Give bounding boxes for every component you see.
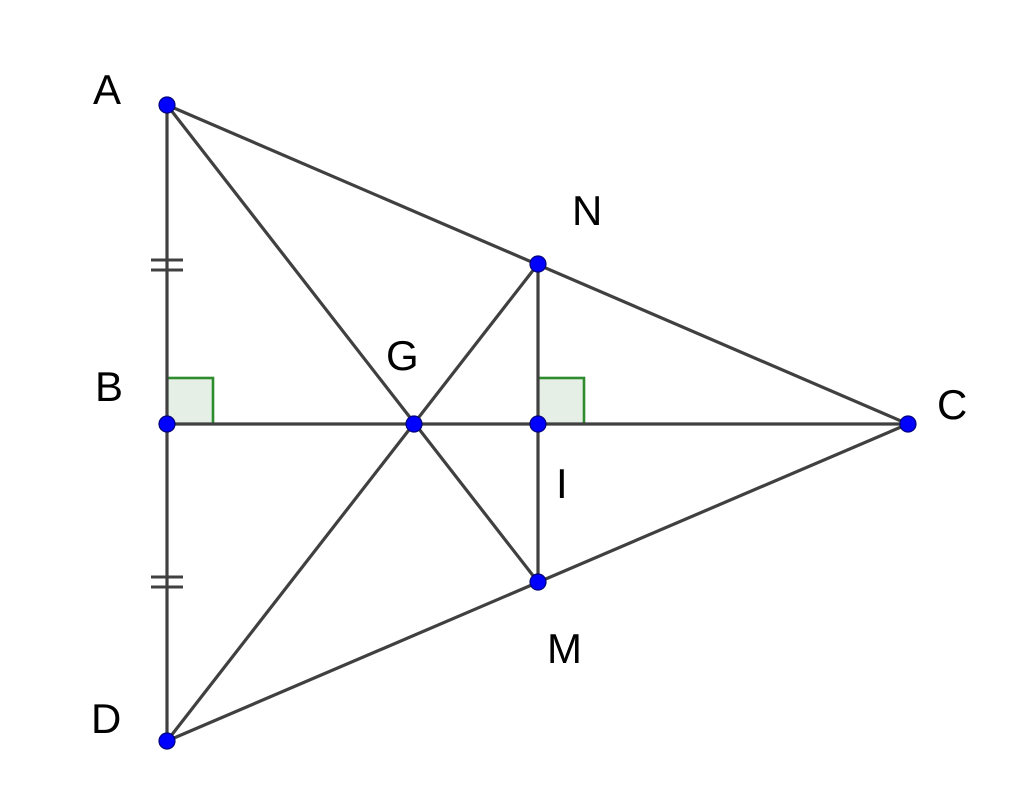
point-g (405, 415, 423, 433)
label-i: I (556, 460, 568, 507)
point-m (529, 573, 547, 591)
equal-mark-ab (151, 258, 183, 272)
label-b: B (95, 363, 123, 410)
right-angle-mark-i (536, 376, 586, 426)
point-a (158, 96, 176, 114)
point-c (899, 415, 917, 433)
label-n: N (572, 187, 602, 234)
label-g: G (386, 332, 419, 379)
point-n (529, 255, 547, 273)
label-a: A (93, 66, 121, 113)
point-d (158, 732, 176, 750)
segment-am (165, 103, 540, 584)
right-angle-mark-b (165, 376, 215, 426)
label-c: C (937, 381, 967, 428)
equal-mark-bd (151, 575, 183, 589)
label-d: D (91, 695, 121, 742)
point-i (529, 415, 547, 433)
point-b (158, 415, 176, 433)
label-m: M (547, 625, 582, 672)
segment-dn (165, 262, 540, 743)
